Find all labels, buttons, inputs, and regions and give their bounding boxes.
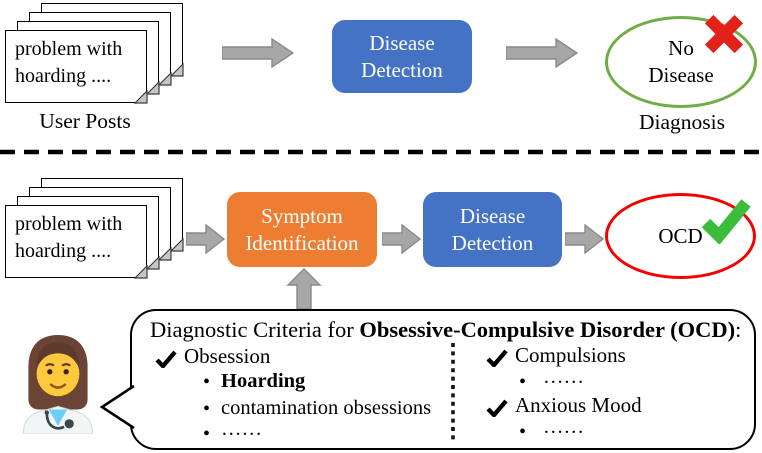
user-posts-stack: problem with hoarding .... — [5, 3, 184, 104]
post-text: problem with hoarding .... — [15, 213, 123, 262]
disease-detection-label: Disease Detection — [361, 30, 443, 82]
ocd-label: OCD — [658, 223, 703, 248]
bullet: • — [203, 371, 211, 393]
no-disease-label: No Disease — [648, 36, 714, 87]
diagnosis-label: Diagnosis — [639, 110, 725, 134]
flow-arrow-icon — [222, 38, 294, 68]
check-icon — [486, 349, 508, 367]
symptom-identification-box: Symptom Identification — [227, 192, 377, 267]
flow-arrow-icon — [506, 38, 578, 68]
up-arrow-icon — [286, 268, 322, 310]
disease-detection-box-bottom: Disease Detection — [423, 192, 562, 267]
user-posts-stack: problem with hoarding .... — [5, 178, 184, 279]
bullet-ellipsis: …… — [543, 366, 584, 388]
bullet: • — [203, 398, 211, 420]
dotted-divider — [451, 343, 455, 441]
check-icon — [486, 399, 508, 417]
diagnostic-criteria-bubble: Diagnostic Criteria for Obsessive-Compul… — [130, 309, 756, 450]
bullet-ellipsis: …… — [543, 416, 584, 438]
symptom-identification-label: Symptom Identification — [245, 203, 359, 255]
disease-detection-label: Disease Detection — [451, 203, 534, 255]
check-icon — [155, 350, 177, 368]
flow-arrow-icon — [382, 224, 421, 254]
folded-corner-icon — [157, 246, 172, 261]
folded-corner-icon — [169, 62, 184, 77]
folded-corner-icon — [145, 255, 160, 270]
speech-bubble-tail — [99, 384, 135, 430]
bullet-contamination: contamination obsessions — [221, 397, 432, 419]
document-page-front: problem with hoarding .... — [5, 205, 148, 279]
bullet: • — [519, 421, 527, 443]
post-text: problem with hoarding .... — [15, 38, 123, 87]
folded-corner-icon — [157, 71, 172, 86]
bullet: • — [519, 371, 527, 393]
red-cross-icon — [704, 14, 744, 54]
document-page-front: problem with hoarding .... — [5, 30, 148, 104]
bullet-ellipsis: …… — [221, 418, 262, 440]
user-posts-label: User Posts — [39, 109, 131, 133]
disease-detection-box-top: Disease Detection — [332, 20, 472, 93]
folded-corner-icon — [133, 89, 148, 104]
flow-arrow-icon — [186, 224, 225, 254]
criteria-title-disorder: Obsessive-Compulsive Disorder (OCD) — [359, 317, 736, 342]
flow-arrow-icon — [565, 224, 604, 254]
bullet: • — [203, 423, 211, 445]
criteria-title: Diagnostic Criteria for Obsessive-Compul… — [150, 317, 741, 343]
dashed-divider — [0, 149, 762, 155]
criterion-compulsions: Compulsions — [515, 343, 626, 367]
green-check-icon — [701, 199, 751, 244]
doctor-emoji — [22, 335, 94, 434]
criteria-title-prefix: Diagnostic Criteria for — [150, 317, 360, 342]
criterion-obsession: Obsession — [184, 344, 271, 368]
folded-corner-icon — [145, 80, 160, 95]
folded-corner-icon — [169, 237, 184, 252]
folded-corner-icon — [133, 264, 148, 279]
criteria-title-colon: : — [735, 317, 742, 342]
bullet-hoarding: Hoarding — [221, 370, 306, 392]
criterion-anxious-mood: Anxious Mood — [515, 393, 642, 417]
ocd-ellipse: OCD — [605, 193, 756, 279]
no-disease-ellipse: No Disease — [605, 16, 757, 108]
